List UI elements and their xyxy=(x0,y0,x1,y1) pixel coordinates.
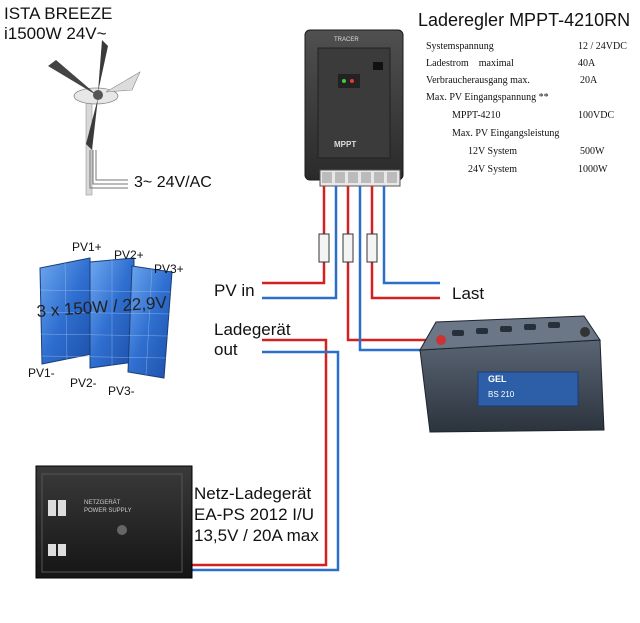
spec-label: Verbraucherausgang max. xyxy=(426,75,530,86)
controller-brand: TRACER xyxy=(334,37,359,43)
spec-value: 500W xyxy=(580,146,605,157)
spec-label: Systemspannung xyxy=(426,41,494,52)
spec-value: 1000W xyxy=(578,164,608,175)
spec-value: 12 / 24VDC xyxy=(578,41,627,52)
charger-device-label2: POWER SUPPLY xyxy=(84,508,132,514)
last-label: Last xyxy=(452,284,485,303)
spec-label: Max. PV Eingangspannung ** xyxy=(426,92,549,103)
solar-panels-image xyxy=(39,257,173,379)
battery-model: BS 210 xyxy=(488,390,515,399)
pv3-plus-label: PV3+ xyxy=(154,262,184,276)
charger-out-label-line1: Ladegerät xyxy=(214,320,291,339)
battery-brand: GEL xyxy=(488,374,507,384)
pv2-minus-label: PV2- xyxy=(70,376,97,390)
spec-value: 100VDC xyxy=(578,110,615,121)
spec-label: Max. PV Eingangsleistung xyxy=(452,128,560,139)
pv1-minus-label: PV1- xyxy=(28,366,55,380)
battery-image xyxy=(419,315,605,433)
pv-in-label: PV in xyxy=(214,281,255,300)
fuses xyxy=(318,233,378,263)
charger-out-label-line2: out xyxy=(214,340,238,359)
charger-device-label1: NETZGERÄT xyxy=(84,500,121,506)
pv2-plus-label: PV2+ xyxy=(114,248,144,262)
charge-controller-image xyxy=(304,29,404,187)
turbine-output-label: 3~ 24V/AC xyxy=(134,174,212,191)
wind-turbine-image xyxy=(48,40,141,196)
pv1-plus-label: PV1+ xyxy=(72,240,102,254)
charger-line1: Netz-Ladegerät xyxy=(194,484,312,503)
controller-title: Laderegler MPPT-4210RN xyxy=(418,10,631,30)
turbine-name-line1: ISTA BREEZE xyxy=(4,4,113,23)
spec-label: 24V System xyxy=(468,164,517,175)
charger-line3: 13,5V / 20A max xyxy=(194,526,319,545)
pv3-minus-label: PV3- xyxy=(108,384,135,398)
spec-value: 40A xyxy=(578,58,596,69)
spec-value: 20A xyxy=(580,75,598,86)
controller-face-label: MPPT xyxy=(334,140,357,149)
spec-label: MPPT-4210 xyxy=(452,110,501,121)
spec-label: Ladestrom maximal xyxy=(426,58,514,69)
spec-label: 12V System xyxy=(468,146,517,157)
charger-image xyxy=(35,465,193,579)
charger-line2: EA-PS 2012 I/U xyxy=(194,505,315,524)
turbine-name-line2: i1500W 24V~ xyxy=(4,24,107,43)
